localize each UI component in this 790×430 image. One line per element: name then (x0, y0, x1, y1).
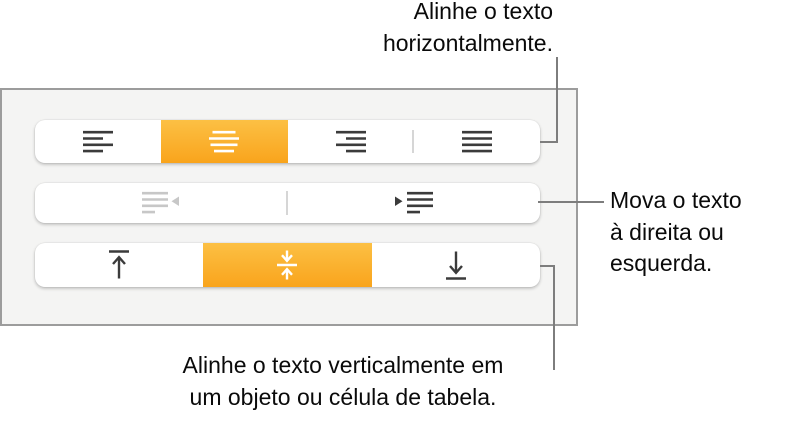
callout-text-line: um objeto ou célula de tabela. (189, 383, 497, 410)
align-center-icon (209, 130, 240, 154)
align-middle-button[interactable] (203, 243, 372, 287)
segment-divider (412, 130, 414, 153)
callout-line-vertical (540, 265, 555, 370)
callout-text-line: Alinhe o texto verticalmente em (182, 352, 504, 378)
callout-text-line: à direita ou (610, 218, 724, 245)
align-left-button[interactable] (35, 120, 161, 163)
callout-text-line: Mova o texto (610, 187, 742, 213)
callout-indent-text: Mova o texto à direita ou esquerda. (610, 185, 742, 280)
outdent-icon (142, 191, 180, 215)
align-bottom-icon (443, 250, 469, 280)
outdent-button[interactable] (35, 183, 288, 223)
callout-text-line: horizontalmente. (382, 29, 553, 56)
callout-text-line: esquerda. (610, 250, 713, 276)
align-left-icon (83, 130, 114, 154)
callout-horizontal-text: Alinhe o texto horizontalmente. (383, 0, 553, 59)
indentation-group (35, 183, 540, 223)
align-bottom-button[interactable] (372, 243, 540, 287)
align-top-button[interactable] (35, 243, 203, 287)
indent-button[interactable] (288, 183, 541, 223)
callout-text-line: Alinhe o texto (413, 0, 553, 24)
horizontal-alignment-group (35, 120, 540, 163)
align-middle-icon (274, 250, 300, 280)
justify-icon (461, 130, 492, 154)
align-center-button[interactable] (161, 120, 288, 163)
vertical-alignment-group (35, 243, 540, 287)
align-right-icon (335, 130, 366, 154)
align-right-button[interactable] (288, 120, 414, 163)
indent-icon (394, 191, 433, 215)
callout-line-indent (538, 201, 604, 203)
callout-vertical-text: Alinhe o texto verticalmente em um objet… (113, 350, 573, 413)
segment-divider (286, 191, 288, 215)
justify-button[interactable] (414, 120, 540, 163)
callout-line-horizontal (540, 57, 558, 143)
align-top-icon (106, 250, 132, 280)
